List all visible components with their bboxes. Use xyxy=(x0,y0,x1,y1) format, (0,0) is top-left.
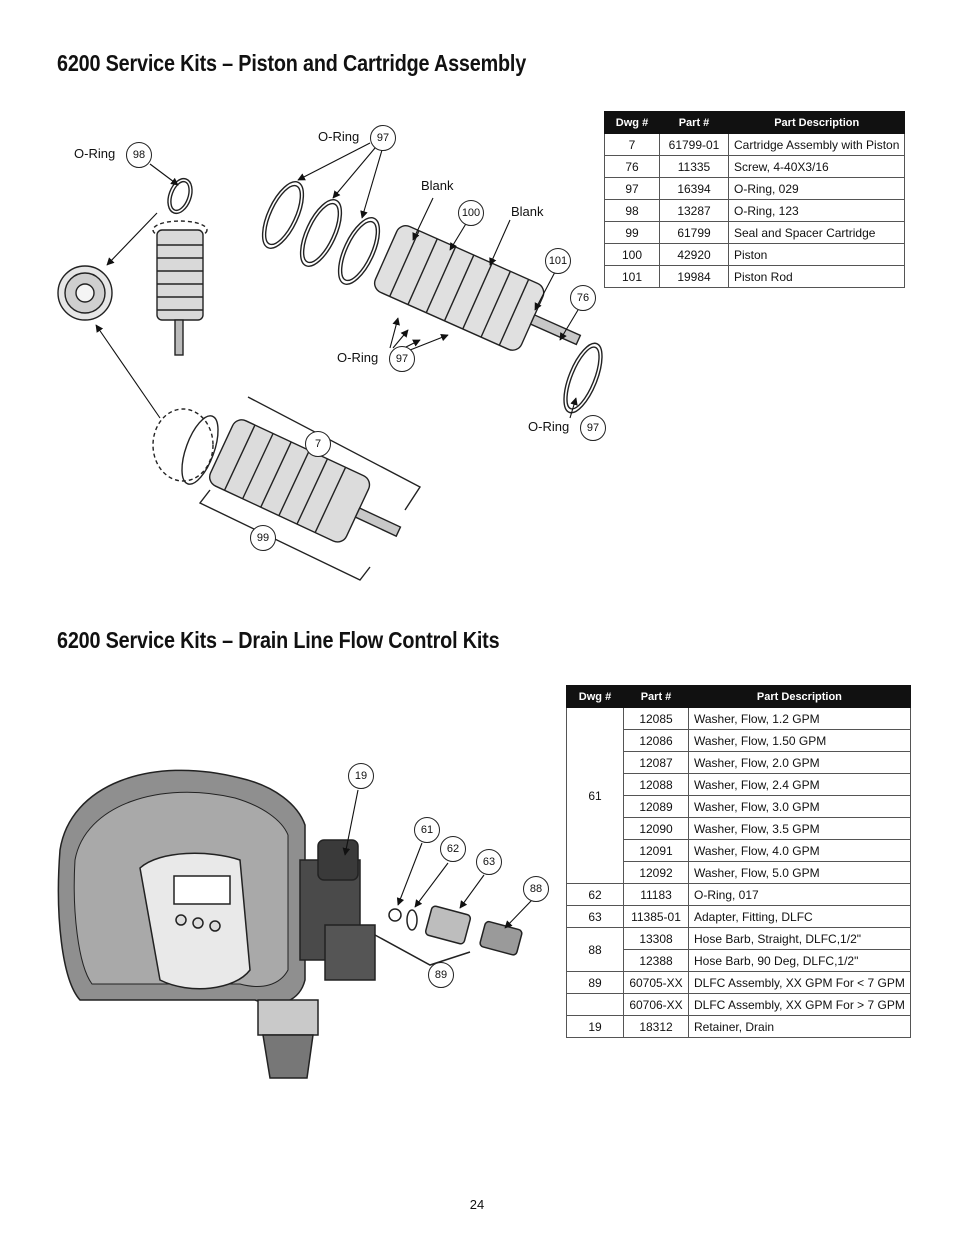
table-row: 12087 Washer, Flow, 2.0 GPM xyxy=(567,751,911,774)
table-row: 101 19984 Piston Rod xyxy=(604,265,906,288)
callout-61: 61 xyxy=(414,817,440,843)
table-row: 12388 Hose Barb, 90 Deg, DLFC,1/2" xyxy=(567,949,911,972)
piston-cartridge-parts-table: Dwg # Part # Part Description 7 61799-01… xyxy=(604,111,906,288)
table-row: 89 60705-XX DLFC Assembly, XX GPM For < … xyxy=(566,971,911,994)
section1-title: 6200 Service Kits – Piston and Cartridge… xyxy=(57,50,527,76)
callout-101: 101 xyxy=(545,248,571,274)
display-window xyxy=(173,875,231,905)
table-row: 99 61799 Seal and Spacer Cartridge xyxy=(604,221,906,244)
callout-98: 98 xyxy=(126,142,152,168)
table-row: 88 13308 Hose Barb, Straight, DLFC,1/2" xyxy=(566,927,911,972)
col-part: Part # xyxy=(659,111,729,134)
callout-99: 99 xyxy=(250,525,276,551)
table-row: 60706-XX DLFC Assembly, XX GPM For > 7 G… xyxy=(566,993,911,1016)
table-row: 62 11183 O-Ring, 017 xyxy=(566,883,911,906)
cartridge-exploded-drawing xyxy=(373,225,582,351)
callout-76: 76 xyxy=(570,285,596,311)
callout-89: 89 xyxy=(428,962,454,988)
oring-98-drawing xyxy=(167,177,193,215)
callout-100: 100 xyxy=(458,200,484,226)
dwg-61-cell: 61 xyxy=(566,707,624,884)
cartridge-small-drawing xyxy=(152,220,208,356)
cartridge-assembled-drawing xyxy=(208,419,402,543)
callout-62: 62 xyxy=(440,836,466,862)
callout-7: 7 xyxy=(305,431,331,457)
section2-title: 6200 Service Kits – Drain Line Flow Cont… xyxy=(57,627,500,653)
page-number: 24 xyxy=(469,1197,485,1212)
callout-97-top: 97 xyxy=(370,125,396,151)
blank-label-1: Blank xyxy=(421,178,454,193)
callout-19: 19 xyxy=(348,763,374,789)
blank-label-2: Blank xyxy=(511,204,544,219)
col-dwg: Dwg # xyxy=(566,685,624,708)
oring-98-label: O-Ring xyxy=(74,146,116,161)
oring-97-top-label: O-Ring xyxy=(318,129,360,144)
table-row: 63 11385-01 Adapter, Fitting, DLFC xyxy=(566,905,911,928)
table-row: 100 42920 Piston xyxy=(604,243,906,266)
oring-97-middle-label: O-Ring xyxy=(337,350,379,365)
dwg-88-cell: 88 xyxy=(566,927,624,972)
table-row: 61 12085 Washer, Flow, 1.2 GPM xyxy=(566,707,911,884)
drain-line-flow-control-parts-table: Dwg # Part # Part Description 61 12085 W… xyxy=(566,685,911,1038)
piston-cartridge-exploded-drawing xyxy=(57,142,603,581)
table-row: 12089 Washer, Flow, 3.0 GPM xyxy=(567,795,911,818)
col-part: Part # xyxy=(623,685,689,708)
table-row: 12086 Washer, Flow, 1.50 GPM xyxy=(567,729,911,752)
piston-face-drawing xyxy=(57,265,113,321)
table-row: 19 18312 Retainer, Drain xyxy=(566,1015,911,1038)
table-row: 12090 Washer, Flow, 3.5 GPM xyxy=(567,817,911,840)
callout-88: 88 xyxy=(523,876,549,902)
drain-line-flow-control-drawing xyxy=(57,769,533,1079)
callout-97-middle: 97 xyxy=(389,346,415,372)
callout-97-bottom: 97 xyxy=(580,415,606,441)
oring-97-bottom-label: O-Ring xyxy=(528,419,570,434)
table-row: 97 16394 O-Ring, 029 xyxy=(604,177,906,200)
callout-63: 63 xyxy=(476,849,502,875)
col-desc: Part Description xyxy=(688,685,911,708)
